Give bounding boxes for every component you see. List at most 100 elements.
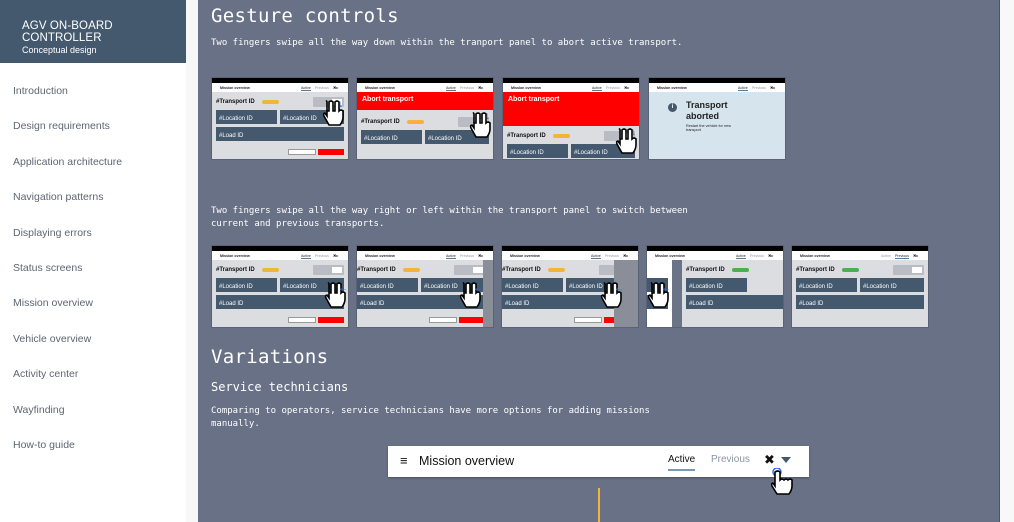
panel-gap <box>672 260 682 327</box>
mini-title: Mission overview <box>220 85 250 90</box>
mini-tab-previous: Previous <box>460 253 474 258</box>
arrow-down-icon: ↓ <box>338 99 343 110</box>
timeline-line <box>598 488 600 522</box>
transport-id: #Transport ID <box>502 267 541 273</box>
variations-heading: Variations <box>211 346 329 368</box>
drop-location: #Location ID <box>280 278 344 292</box>
load-panel: #Load ID <box>686 295 783 309</box>
aborted-message: Restart the vehicle for new transport <box>686 124 731 132</box>
mini-tab-previous: Previous <box>460 85 474 90</box>
sidebar-item-status-screens[interactable]: Status screens <box>13 262 83 274</box>
mini-header: Mission overview Active Previous ✖▸ <box>357 251 493 260</box>
secondary-button[interactable] <box>574 317 602 323</box>
content-panel: Gesture controls Two fingers swipe all t… <box>198 0 999 522</box>
abort-button[interactable] <box>318 149 344 155</box>
tools-icon: ✖▸ <box>478 85 484 90</box>
tab-previous[interactable]: Previous <box>711 454 750 465</box>
sidebar: AGV ON-BOARD CONTROLLER Conceptual desig… <box>0 0 186 522</box>
tools-icon[interactable]: ✖ <box>764 452 775 467</box>
pick-location: #Location ID <box>216 278 277 292</box>
mini-tab-active: Active <box>738 85 748 91</box>
arrow-left-icon: ← <box>473 283 483 294</box>
action-dropdown[interactable] <box>893 265 924 275</box>
load-panel: #Load ID <box>796 295 924 309</box>
transport-panel[interactable]: #Transport ID#Location ID#Load ID <box>682 260 783 327</box>
sidebar-item-wayfinding[interactable]: Wayfinding <box>13 403 65 416</box>
mini-title: Mission overview <box>220 253 250 258</box>
mini-title: Mission overview <box>657 85 687 90</box>
mini-tab-active: Active <box>301 85 311 91</box>
mini-title: Mission overview <box>655 253 685 258</box>
status-bar <box>212 246 348 251</box>
tools-icon: ✖▸ <box>478 253 484 258</box>
hand-gesture-icon <box>647 282 669 308</box>
mini-title: Mission overview <box>511 85 541 90</box>
status-badge <box>732 268 749 272</box>
secondary-button[interactable] <box>288 317 316 323</box>
scrollbar-track[interactable] <box>999 0 1014 522</box>
transport-id: #Transport ID <box>357 267 396 273</box>
abort-button[interactable] <box>459 317 485 323</box>
sidebar-item-activity-center[interactable]: Activity center <box>13 368 79 381</box>
status-bar <box>357 246 493 251</box>
sidebar-item-mission-overview[interactable]: Mission overview <box>13 297 93 310</box>
sidebar-item-displaying-errors[interactable]: Displaying errors <box>13 226 92 239</box>
info-icon: i <box>668 103 677 112</box>
mini-tab-active: Active <box>591 253 601 259</box>
transport-id: #Transport ID <box>507 133 546 139</box>
transport-id: #Transport ID <box>686 267 725 273</box>
transport-panel[interactable]: #Transport ID#Location ID#Location ID#Lo… <box>357 260 489 327</box>
secondary-button[interactable] <box>429 317 457 323</box>
mini-title: Mission overview <box>365 253 395 258</box>
sidebar-item-application-architecture[interactable]: Application architecture <box>13 155 123 168</box>
sidebar-item-design-requirements[interactable]: Design requirements <box>13 120 110 133</box>
status-bar <box>503 78 639 83</box>
mission-overview-bar: ≡ Mission overview Active Previous ✖ <box>388 446 809 495</box>
gesture-controls-heading: Gesture controls <box>211 5 399 27</box>
load-panel: #Load ID <box>357 295 485 309</box>
hand-gesture-icon <box>615 128 637 154</box>
hand-gesture-icon <box>459 282 481 308</box>
pick-location: #Location ID <box>357 278 418 292</box>
transport-panel[interactable]: #Transport ID#Location ID#Location ID#Lo… <box>212 260 348 327</box>
mini-tab-previous: Previous <box>315 85 329 90</box>
sidebar-item-introduction[interactable]: Introduction <box>13 85 68 97</box>
tab-active[interactable]: Active <box>668 454 696 471</box>
mini-tab-active: Active <box>881 253 891 258</box>
hand-gesture-icon <box>600 282 622 308</box>
action-dropdown[interactable] <box>313 265 344 275</box>
load-panel: #Load ID <box>502 295 630 309</box>
abort-button[interactable] <box>318 317 344 323</box>
mini-tab-active: Active <box>301 253 311 259</box>
tools-icon: ✖▸ <box>623 253 629 258</box>
sidebar-item-how-to-guide[interactable]: How-to guide <box>13 439 75 451</box>
sidebar-item-vehicle-overview[interactable]: Vehicle overview <box>13 332 92 345</box>
brand-header[interactable]: AGV ON-BOARD CONTROLLER Conceptual desig… <box>0 0 186 63</box>
transport-id: #Transport ID <box>796 267 835 273</box>
status-badge <box>553 134 570 138</box>
mini-title: Mission overview <box>800 253 830 258</box>
status-bar <box>792 246 928 251</box>
transport-panel[interactable]: #Transport ID#Location ID#Location ID#Lo… <box>792 260 928 327</box>
mini-tab-active: Active <box>446 253 456 259</box>
secondary-button[interactable] <box>288 149 316 155</box>
tools-icon: ✖▸ <box>624 85 630 90</box>
status-bar <box>357 78 493 83</box>
sidebar-item-navigation-patterns[interactable]: Navigation patterns <box>13 191 104 204</box>
service-technicians-heading: Service technicians <box>211 380 349 394</box>
gesture-abort-text: Two fingers swipe all the way down withi… <box>211 38 683 48</box>
action-dropdown[interactable] <box>454 265 485 275</box>
hamburger-icon[interactable]: ≡ <box>400 453 408 468</box>
mini-tab-previous: Previous <box>606 85 620 90</box>
service-technicians-text: Comparing to operators, service technici… <box>211 406 650 429</box>
mini-tab-previous: Previous <box>315 253 329 258</box>
caret-down-icon[interactable] <box>781 457 791 463</box>
